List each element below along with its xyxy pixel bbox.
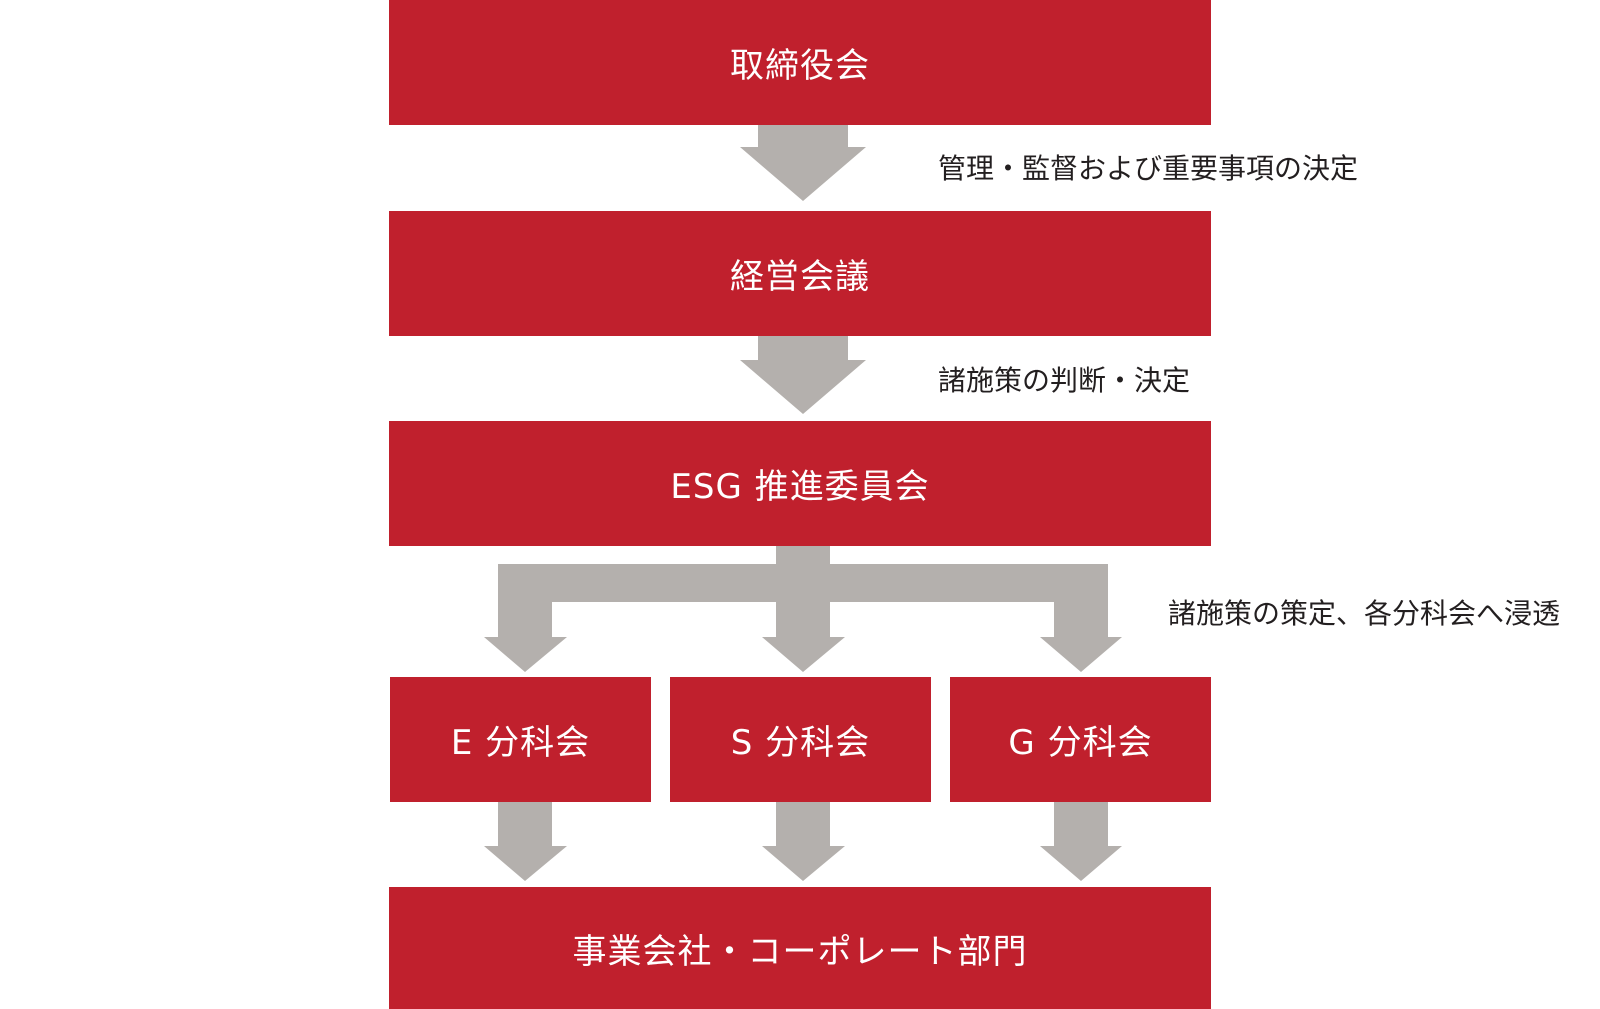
label-esg-to-subcommittees: 諸施策の策定、各分科会へ浸透 <box>1168 597 1561 630</box>
arrow-board-to-management <box>740 125 866 201</box>
label-management-to-esg: 諸施策の判断・決定 <box>938 364 1191 397</box>
box-g-subcommittee: G 分科会 <box>950 677 1211 802</box>
box-operations: 事業会社・コーポレート部門 <box>389 887 1211 1009</box>
arrow-management-to-esg <box>740 336 866 414</box>
label-board-to-management: 管理・監督および重要事項の決定 <box>938 152 1359 185</box>
box-board: 取締役会 <box>389 0 1211 125</box>
arrow-esg-to-subcommittees <box>484 546 1122 672</box>
box-e-subcommittee: E 分科会 <box>390 677 651 802</box>
box-esg-committee: ESG 推進委員会 <box>389 421 1211 546</box>
arrow-e-to-operations <box>484 802 567 881</box>
arrow-g-to-operations <box>1040 802 1122 881</box>
box-management: 経営会議 <box>389 211 1211 336</box>
branch-arrow-g <box>1040 600 1122 672</box>
branch-bar <box>498 564 1108 602</box>
branch-arrow-s <box>762 600 845 672</box>
arrow-s-to-operations <box>762 802 845 881</box>
branch-trunk <box>776 546 830 566</box>
box-s-subcommittee: S 分科会 <box>670 677 931 802</box>
branch-arrow-e <box>484 600 567 672</box>
